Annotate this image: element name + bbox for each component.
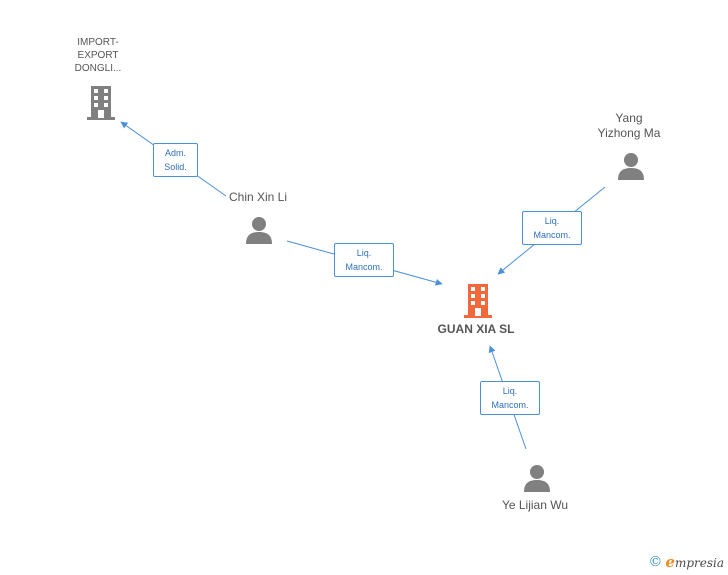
brand-logo: empresia bbox=[665, 553, 724, 571]
brand-footer: © empresia bbox=[648, 553, 724, 571]
person-icon[interactable] bbox=[523, 464, 551, 492]
edge-label-chin-to-import: Adm. Solid. bbox=[153, 143, 198, 177]
edge-label-yang-to-guan: Liq. Mancom. bbox=[522, 211, 582, 245]
node-label-guan-xia-sl[interactable]: GUAN XIA SL bbox=[437, 322, 515, 336]
building-icon[interactable] bbox=[462, 284, 494, 318]
edge-label-ye-to-guan: Liq. Mancom. bbox=[480, 381, 540, 415]
node-label-ye-lijian-wu[interactable]: Ye Lijian Wu bbox=[501, 498, 569, 512]
person-icon[interactable] bbox=[617, 152, 645, 180]
person-icon[interactable] bbox=[245, 216, 273, 244]
node-label-import-export[interactable]: IMPORT- EXPORT DONGLI... bbox=[74, 37, 122, 74]
node-label-chin-xin-li[interactable]: Chin Xin Li bbox=[228, 190, 288, 204]
building-icon[interactable] bbox=[85, 86, 117, 120]
copyright-icon: © bbox=[648, 554, 663, 570]
node-label-yang-yizhong-ma[interactable]: Yang Yizhong Ma bbox=[597, 111, 661, 140]
edge-label-chin-to-guan: Liq. Mancom. bbox=[334, 243, 394, 277]
